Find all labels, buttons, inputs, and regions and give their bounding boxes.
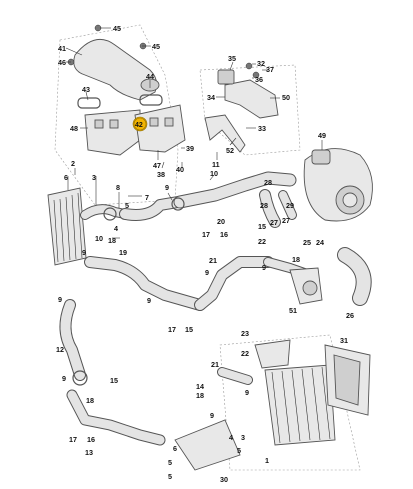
manifold-gaskets (77, 94, 163, 109)
callout-34: 34 (207, 93, 215, 102)
callout-9g: 9 (62, 374, 66, 383)
callout-28b: 28 (260, 201, 268, 210)
callout-51: 51 (289, 306, 297, 315)
callout-36: 36 (255, 75, 263, 84)
callout-3: 3 (92, 173, 96, 182)
intake-manifold-lower (84, 104, 186, 156)
callout-10: 10 (210, 169, 218, 178)
callout-44: 44 (146, 72, 154, 81)
callout-37: 37 (266, 65, 274, 74)
callout-32: 32 (257, 59, 265, 68)
hose-14 (217, 367, 253, 385)
callout-52: 52 (226, 146, 234, 155)
callout-27b: 27 (282, 216, 290, 225)
callout-15c: 15 (110, 376, 118, 385)
air-duct-frame (324, 344, 371, 416)
callout-45b: 45 (152, 42, 160, 51)
intake-manifold-upper (67, 24, 160, 101)
callout-8: 8 (116, 183, 120, 192)
callout-18: 18 (108, 236, 116, 245)
callout-labels: 41 45 45 46 44 43 48 47 35 32 37 36 34 5… (56, 24, 354, 484)
callout-31: 31 (340, 336, 348, 345)
turbo-hoses (259, 189, 297, 228)
callout-badge-42: 42 (133, 117, 147, 131)
callout-10b: 10 (95, 234, 103, 243)
callout-15: 15 (258, 222, 266, 231)
callout-22: 22 (258, 237, 266, 246)
charge-pipe-lower-left (59, 299, 166, 446)
callout-6: 6 (64, 173, 68, 182)
callout-1: 1 (265, 456, 269, 465)
callout-18c: 18 (86, 396, 94, 405)
callout-24: 24 (316, 238, 324, 247)
callout-14: 14 (196, 382, 204, 391)
callout-4: 4 (114, 224, 118, 233)
callout-5c: 5 (168, 458, 172, 467)
bracket-33 (204, 114, 246, 153)
callout-9: 9 (165, 183, 169, 192)
callout-9b: 9 (82, 248, 86, 257)
callout-2: 2 (71, 159, 75, 168)
callout-29: 29 (286, 201, 294, 210)
callout-26: 26 (346, 311, 354, 320)
callout-3b: 3 (241, 433, 245, 442)
callout-5d: 5 (168, 472, 172, 481)
callout-13: 13 (85, 448, 93, 457)
callout-11: 11 (212, 160, 220, 169)
callout-43: 43 (82, 85, 90, 94)
callout-17b: 17 (168, 325, 176, 334)
callout-38: 38 (157, 170, 165, 179)
callout-25: 25 (303, 238, 311, 247)
callout-42: 42 (135, 122, 143, 129)
callout-40: 40 (176, 165, 184, 174)
callout-9e: 9 (58, 295, 62, 304)
callout-12: 12 (56, 345, 64, 354)
callout-22b: 22 (241, 349, 249, 358)
callout-35: 35 (228, 54, 236, 63)
callout-15b: 15 (185, 325, 193, 334)
charge-air-cooler-left (47, 187, 87, 266)
callout-9i: 9 (210, 411, 214, 420)
callout-20: 20 (217, 217, 225, 226)
callout-23: 23 (241, 329, 249, 338)
callout-21: 21 (209, 256, 217, 265)
callout-21b: 21 (211, 360, 219, 369)
callout-28: 28 (264, 178, 272, 187)
callout-50: 50 (282, 93, 290, 102)
charge-hose-run-middle (84, 256, 315, 311)
callout-6b: 6 (173, 444, 177, 453)
charge-air-cooler-right (254, 339, 336, 446)
callout-9d: 9 (262, 263, 266, 272)
callout-30: 30 (220, 475, 228, 484)
callout-49: 49 (318, 131, 326, 140)
callout-4b: 4 (229, 433, 233, 442)
callout-18d: 18 (196, 391, 204, 400)
callout-47: 47 (153, 161, 161, 170)
callout-17: 17 (202, 230, 210, 239)
callout-27: 27 (270, 218, 278, 227)
callout-5: 5 (125, 201, 129, 210)
callout-39: 39 (186, 144, 194, 153)
callout-48: 48 (70, 124, 78, 133)
callout-41: 41 (58, 44, 66, 53)
callout-46: 46 (58, 58, 66, 67)
callout-33: 33 (258, 124, 266, 133)
charge-hose-run-upper (80, 171, 297, 221)
callout-16: 16 (220, 230, 228, 239)
heat-shield (174, 419, 241, 471)
throttle-housing (217, 62, 279, 119)
callout-45: 45 (113, 24, 121, 33)
callout-18b: 18 (292, 255, 300, 264)
throttle-body-lower (289, 247, 372, 306)
callout-17c: 17 (69, 435, 77, 444)
callout-16b: 16 (87, 435, 95, 444)
callout-9c: 9 (205, 268, 209, 277)
callout-9h: 9 (245, 388, 249, 397)
callout-7: 7 (145, 193, 149, 202)
callout-9f: 9 (147, 296, 151, 305)
callout-5b: 5 (237, 446, 241, 455)
turbocharger (303, 148, 373, 222)
callout-19: 19 (119, 248, 127, 257)
